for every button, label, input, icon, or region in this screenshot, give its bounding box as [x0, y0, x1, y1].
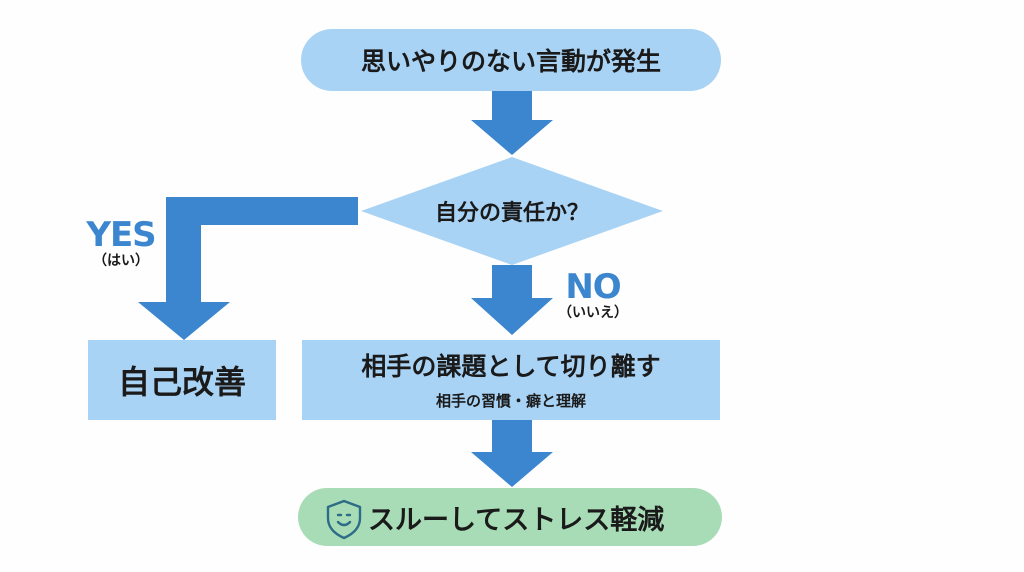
- no-label: NO: [565, 267, 621, 307]
- self-improve-node-label: 自己改善: [117, 363, 246, 401]
- arrow-separate-to-end: [471, 420, 553, 487]
- arrow-start-to-decision: [471, 91, 553, 155]
- yes-label: YES: [86, 215, 156, 255]
- start-node-box: [301, 29, 721, 91]
- end-node-box: [298, 488, 722, 546]
- separate-node-label: 相手の課題として切り離す: [361, 352, 661, 381]
- start-node-label: 思いやりのない言動が発生: [360, 47, 661, 76]
- separate-node-sublabel: 相手の習慣・癖と理解: [435, 391, 586, 410]
- no-branch-label: NO （いいえ）: [538, 270, 648, 322]
- arrow-no-to-separate: [471, 265, 553, 335]
- separate-node-box: [302, 340, 720, 420]
- yes-sublabel: （はい）: [93, 253, 149, 269]
- decision-node-diamond: [361, 157, 663, 265]
- end-node-label: スルーしてストレス軽減: [368, 504, 665, 536]
- arrow-yes-to-self-improve: [138, 197, 358, 340]
- no-sublabel: （いいえ）: [558, 305, 628, 321]
- smiling-shield-icon: [326, 499, 362, 540]
- yes-branch-label: YES （はい）: [66, 218, 176, 270]
- decision-node-label: 自分の責任か？: [434, 201, 589, 226]
- self-improve-node-box: [88, 340, 276, 420]
